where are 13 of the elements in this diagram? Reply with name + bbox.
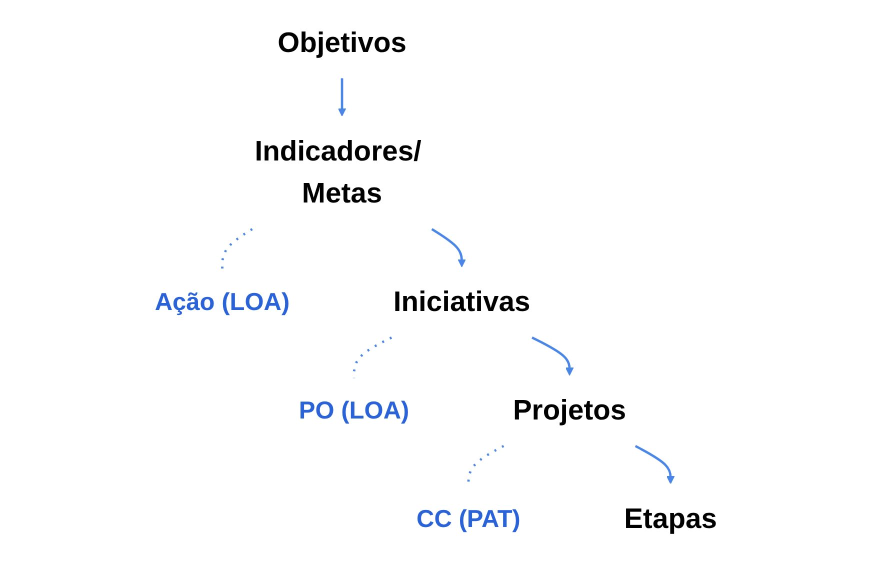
connector — [220, 228, 252, 270]
node-text: Iniciativas — [392, 286, 530, 318]
node-text: CC (PAT) — [416, 504, 520, 533]
node-text: Indicadores/ Metas — [254, 136, 421, 210]
node-text: Ação (LOA) — [154, 288, 290, 316]
arrow — [531, 336, 574, 376]
arrow — [337, 78, 346, 116]
node-text: Etapas — [624, 504, 717, 535]
arrow — [634, 444, 674, 484]
arrow — [430, 228, 466, 268]
node-text: Objetivos — [277, 27, 406, 58]
node-text: Projetos — [512, 395, 626, 426]
node-text: PO (LOA) — [298, 396, 409, 424]
